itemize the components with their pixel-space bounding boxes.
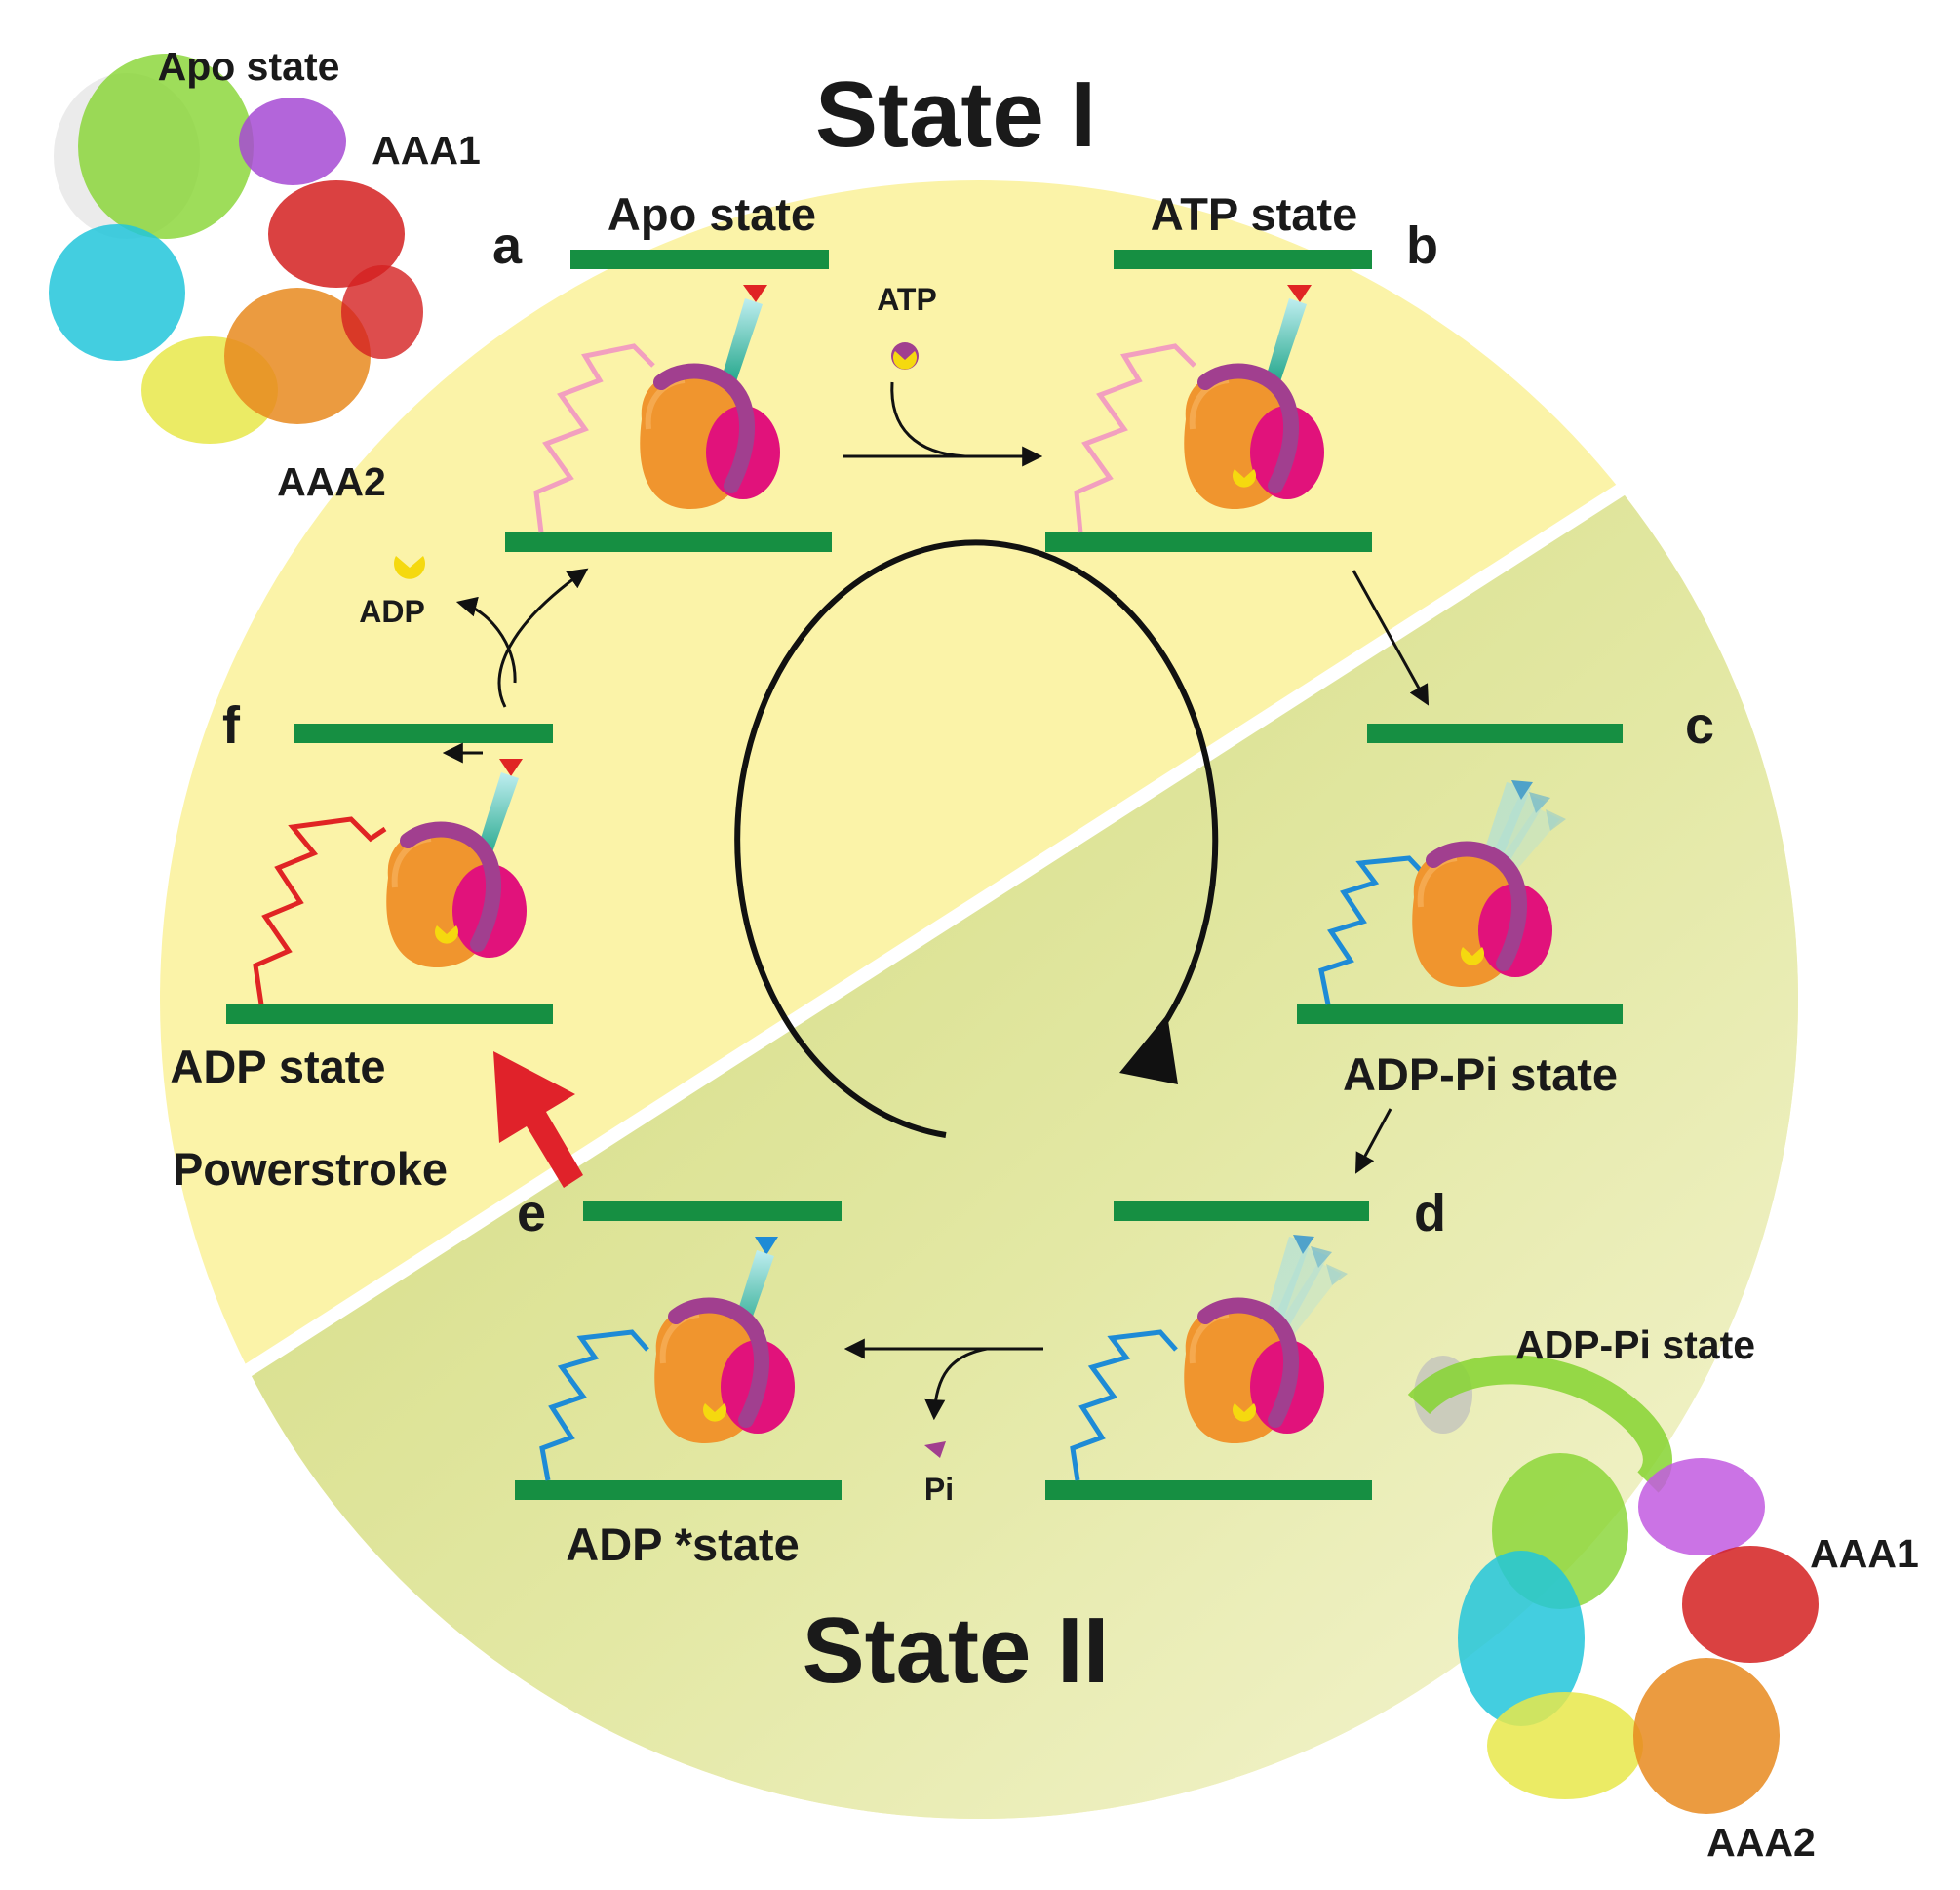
panel-c: c ADP-Pi state [1297, 570, 1714, 1100]
spring-pink [533, 343, 655, 533]
panel-c-letter: c [1685, 696, 1714, 755]
panel-a-title: Apo state [608, 188, 816, 240]
microtubule-bottom [1045, 532, 1372, 552]
microtubule-top [1114, 250, 1372, 269]
spring-blue [539, 1329, 649, 1481]
panel-b: b ATP state [1045, 188, 1438, 552]
atp-binding-step: ATP [843, 282, 1043, 467]
apo-structure-illustration: Apo state AAA1 AAA2 [49, 44, 481, 504]
state-two-title: State II [803, 1598, 1110, 1703]
microtubule-bottom [226, 1004, 553, 1024]
panel-e-title: ADP *state [566, 1518, 799, 1570]
microtubule-top [583, 1201, 842, 1221]
panel-c-title: ADP-Pi state [1343, 1048, 1618, 1100]
stalk [720, 298, 763, 390]
state-one-title: State I [815, 62, 1096, 167]
pi-release-step: Pi [843, 1338, 1043, 1507]
apo-structure-aaa2: AAA2 [277, 459, 386, 504]
adp-molecule [394, 556, 425, 579]
mtbd-red [743, 285, 767, 302]
apo-structure-title: Apo state [158, 44, 340, 89]
adppi-structure-aaa2: AAA2 [1706, 1820, 1816, 1865]
atp-label: ATP [877, 282, 937, 317]
pi-label: Pi [924, 1472, 954, 1507]
powerstroke-label: Powerstroke [173, 1143, 448, 1195]
panel-e: e ADP *state [515, 1184, 842, 1570]
microtubule-bottom [1045, 1480, 1372, 1500]
spring-blue [1318, 855, 1428, 1005]
mtbd-red [499, 759, 523, 776]
adp-label: ADP [359, 594, 425, 629]
spring-red [253, 816, 387, 1005]
adp-release-step: ADP [359, 556, 589, 708]
pi-molecule [924, 1441, 946, 1458]
apo-structure-aaa1: AAA1 [372, 128, 481, 173]
panel-f: f ADP state [170, 696, 553, 1092]
microtubule-top [570, 250, 829, 269]
microtubule-bottom [505, 532, 832, 552]
panel-a: a Apo state [492, 188, 832, 552]
microtubule-top [1114, 1201, 1369, 1221]
microtubule-bottom [515, 1480, 842, 1500]
cycle-arrow [734, 539, 1219, 1138]
stalk [1264, 298, 1307, 390]
adppi-structure-illustration: ADP-Pi state AAA1 AAA2 [1407, 1322, 1919, 1865]
spring-pink [1074, 343, 1196, 533]
microtubule-top [1367, 724, 1623, 743]
panel-f-title: ADP state [170, 1041, 385, 1092]
adppi-structure-aaa1: AAA1 [1810, 1531, 1919, 1576]
panel-b-title: ATP state [1151, 188, 1357, 240]
mtbd-blue [755, 1237, 778, 1255]
panel-f-letter: f [222, 696, 241, 755]
panel-d-letter: d [1414, 1184, 1446, 1242]
panel-b-letter: b [1406, 217, 1438, 275]
panel-e-letter: e [517, 1184, 546, 1242]
mtbd-red [1287, 285, 1312, 302]
microtubule-bottom [1297, 1004, 1623, 1024]
microtubule-top [294, 724, 553, 743]
panel-a-letter: a [492, 217, 523, 275]
powerstroke-arrow: Powerstroke [173, 1051, 583, 1195]
adppi-structure-title: ADP-Pi state [1515, 1322, 1755, 1367]
spring-blue [1070, 1329, 1178, 1481]
panel-d: d [1045, 1108, 1446, 1500]
